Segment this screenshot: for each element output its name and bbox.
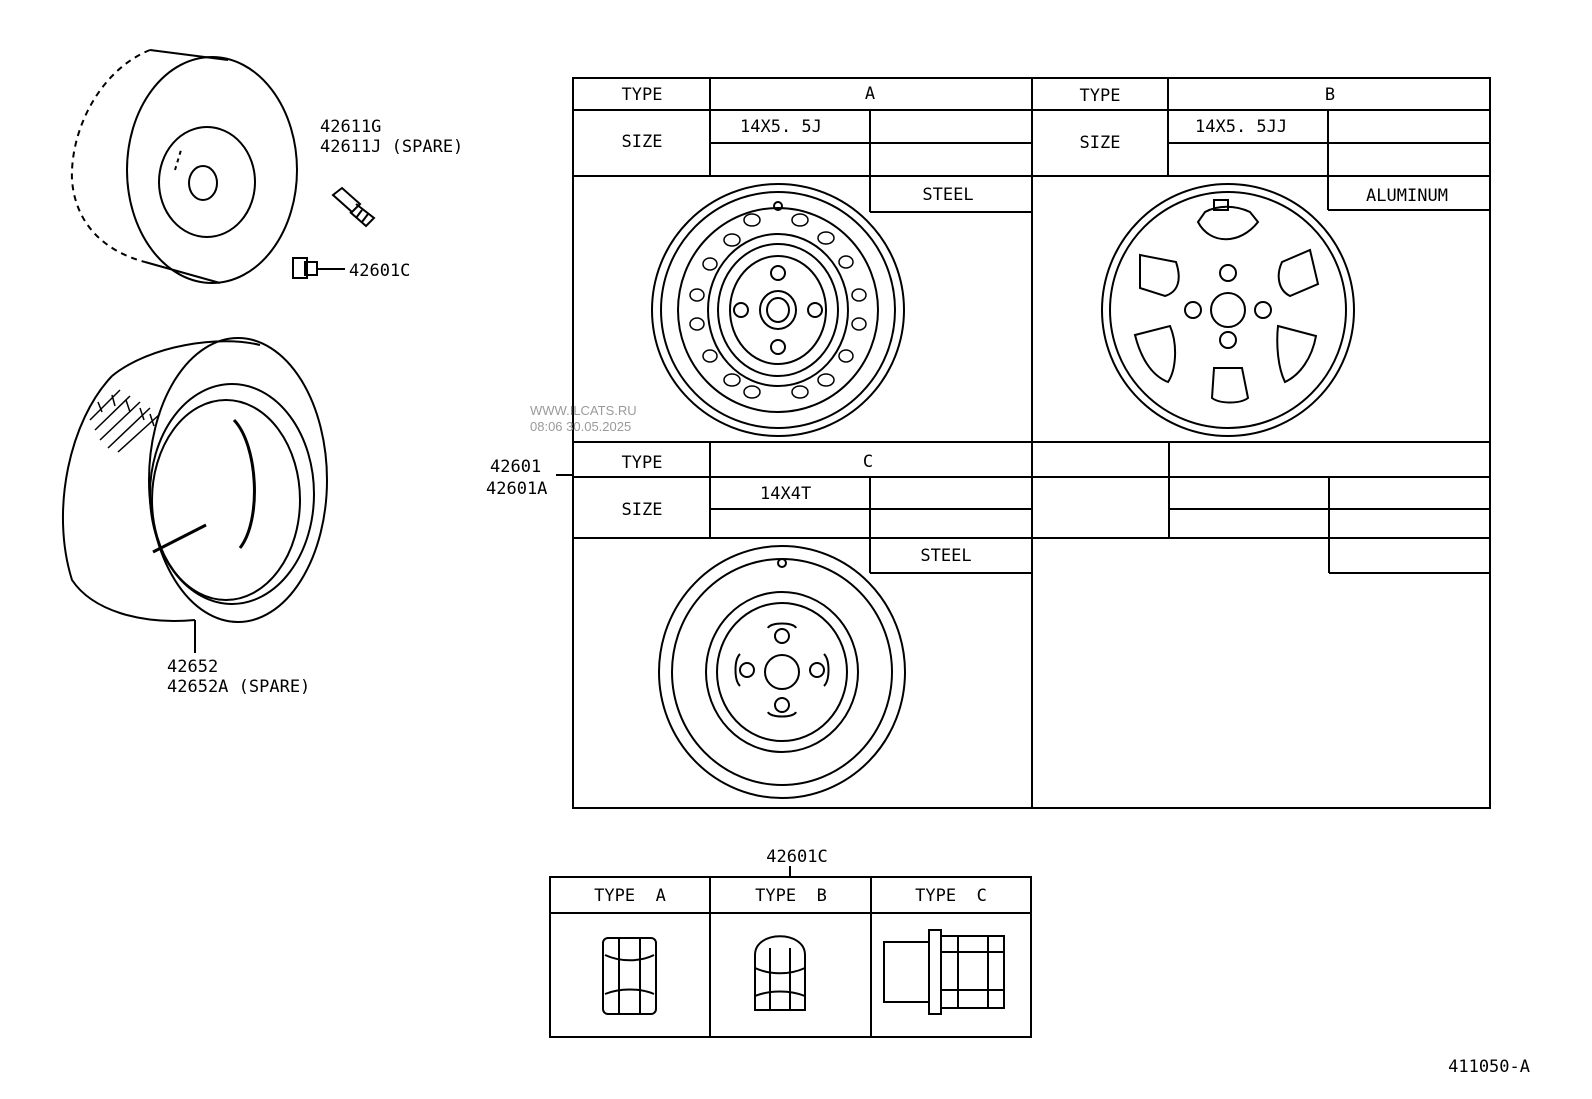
tire-part-number: 42652: [167, 657, 218, 677]
nut-type-b-icon: [754, 935, 806, 1011]
nut-type-b-header: TYPE B: [755, 886, 827, 906]
lug-nut-small-icon: [292, 257, 345, 279]
lug-nut-part-number: 42601C: [349, 261, 410, 281]
wheel-type-table-lines: [556, 77, 1491, 809]
wheel-type-a-steel-icon: [651, 183, 905, 437]
nut-type-c-icon: [883, 929, 1005, 1015]
size-b-label: SIZE: [1080, 133, 1121, 153]
valve-stem-icon: [331, 186, 376, 228]
material-b-value: ALUMINUM: [1366, 186, 1448, 206]
tire-illustration: [62, 337, 328, 653]
nut-type-a-header: TYPE A: [594, 886, 666, 906]
size-a-label: SIZE: [622, 132, 663, 152]
wheel-part-number: 42601: [490, 457, 541, 477]
size-c-label: SIZE: [622, 500, 663, 520]
watermark-site: WWW.ILCATS.RU: [530, 403, 637, 418]
nut-type-a-icon: [602, 937, 657, 1015]
diagram-id: 411050-A: [1448, 1057, 1530, 1077]
type-b-value: B: [1325, 85, 1335, 105]
size-b-value: 14X5. 5JJ: [1195, 117, 1287, 137]
nut-type-table-lines: [549, 866, 1032, 1038]
nut-type-c-header: TYPE C: [915, 886, 987, 906]
wheel-type-b-aluminum-icon: [1101, 183, 1355, 437]
size-c-value: 14X4T: [760, 484, 811, 504]
wheel-assembly-illustration: [70, 49, 298, 284]
type-c-value: C: [863, 452, 873, 472]
watermark-timestamp: 08:06 30.05.2025: [530, 419, 631, 434]
wheel-type-c-steel-icon: [658, 545, 906, 799]
tire-spare-part-number: 42652A (SPARE): [167, 677, 310, 697]
size-a-value: 14X5. 5J: [740, 117, 822, 137]
type-a-label: TYPE: [622, 85, 663, 105]
valve-stem-part-number: 42611G: [320, 117, 381, 137]
type-a-value: A: [865, 84, 875, 104]
type-b-label: TYPE: [1080, 86, 1121, 106]
material-c-value: STEEL: [920, 546, 971, 566]
valve-stem-spare-part-number: 42611J (SPARE): [320, 137, 463, 157]
nut-table-part-number: 42601C: [766, 847, 827, 867]
type-c-label: TYPE: [622, 453, 663, 473]
wheel-alt-part-number: 42601A: [486, 479, 547, 499]
material-a-value: STEEL: [922, 185, 973, 205]
